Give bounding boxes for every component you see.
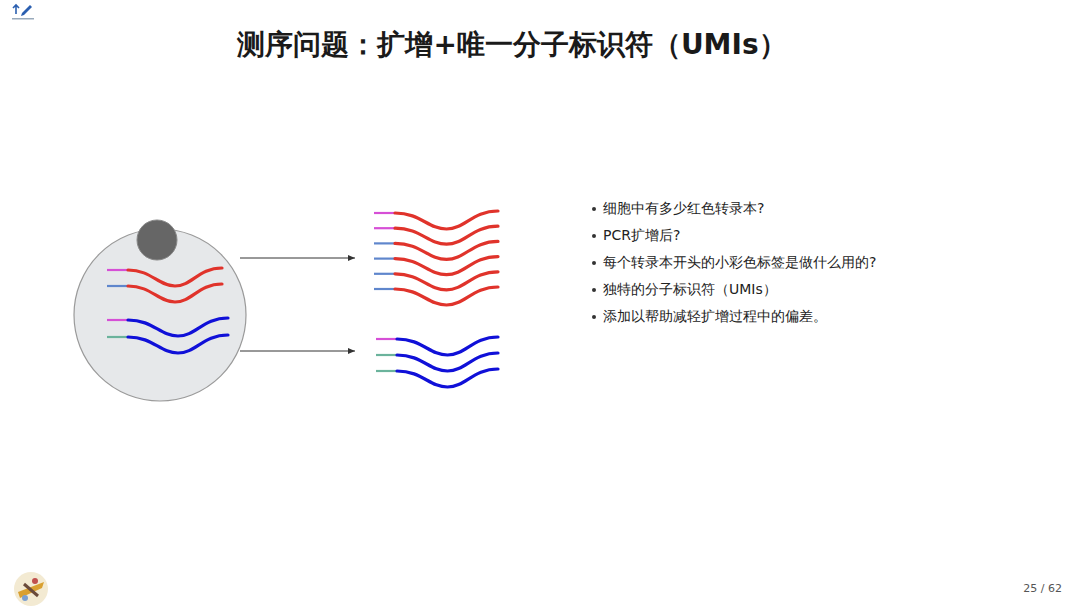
umi-tag [376,338,397,340]
bullet-dot [592,234,596,238]
umi-tag [374,273,395,275]
umi-tag [376,354,397,356]
bullet-dot [592,261,596,265]
bullet-item: 独特的分子标识符（UMIs） [592,281,777,299]
bullet-item: 添加以帮助减轻扩增过程中的偏差。 [592,308,827,326]
transcript [395,257,498,275]
transcript [395,226,498,244]
bullet-text: 每个转录本开头的小彩色标签是做什么用的? [603,254,876,272]
transcript [397,353,498,371]
arrow [240,351,355,352]
transcript [397,369,498,387]
slide-title: 测序问题：扩增+唯一分子标识符（UMIs） [0,26,1024,64]
transcript [128,335,228,353]
page-number: 25 / 62 [1023,582,1062,595]
logo [14,572,48,606]
transcript [395,272,498,290]
bullet-dot [592,207,596,211]
edit-icon [12,5,34,20]
transcript [395,287,498,305]
bullet-item: PCR扩增后? [592,227,680,245]
umi-tag [374,258,395,260]
umi-tag [374,242,395,244]
umi-tag [107,319,128,321]
umi-tag [374,288,395,290]
bullet-text: 细胞中有多少红色转录本? [603,200,764,218]
umi-tag [107,285,128,287]
bullet-dot [592,315,596,319]
transcript [128,318,228,336]
transcript [395,211,498,229]
arrow [240,258,355,259]
umi-tag [374,212,395,214]
transcript [128,284,222,302]
umi-tag [376,370,397,372]
umi-tag [107,269,128,271]
transcript [397,337,498,355]
umi-tag [107,336,128,338]
nucleus [137,220,177,260]
bullet-item: 细胞中有多少红色转录本? [592,200,764,218]
umi-tag [374,227,395,229]
bullet-text: 独特的分子标识符（UMIs） [603,281,777,299]
bullet-item: 每个转录本开头的小彩色标签是做什么用的? [592,254,876,272]
bullet-dot [592,288,596,292]
bullet-text: 添加以帮助减轻扩增过程中的偏差。 [603,308,827,326]
transcript [395,241,498,259]
bullet-text: PCR扩增后? [603,227,680,245]
transcript [128,268,222,286]
